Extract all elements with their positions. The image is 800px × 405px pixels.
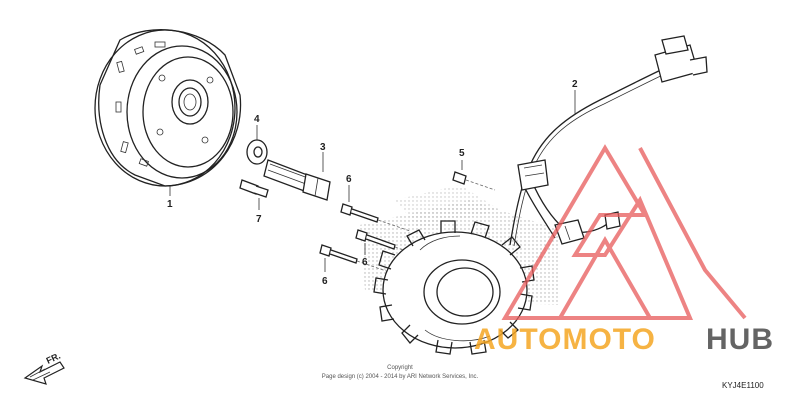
copyright-line-1: Copyright <box>387 365 413 371</box>
bolt-5 <box>452 160 496 191</box>
callout-6b: 6 <box>362 257 368 268</box>
callout-6a: 6 <box>346 174 352 185</box>
callout-2: 2 <box>572 79 578 90</box>
diagram-code: KYJ4E1100 <box>722 381 764 390</box>
flywheel-bolt <box>263 152 331 201</box>
washer <box>246 125 268 165</box>
callout-5: 5 <box>459 148 465 159</box>
wire-harness <box>509 35 708 247</box>
stator-coil <box>373 220 535 355</box>
callout-4: 4 <box>254 114 260 125</box>
watermark-logo <box>501 144 747 320</box>
bolt-small <box>239 179 269 210</box>
callout-7: 7 <box>256 214 262 225</box>
callout-1: 1 <box>167 199 173 210</box>
front-arrow-icon <box>23 361 65 385</box>
bolt-6-upper <box>340 185 411 232</box>
callout-3: 3 <box>320 142 326 153</box>
copyright-line-2: Page design (c) 2004 - 2014 by ARI Netwo… <box>322 374 479 380</box>
callout-6c: 6 <box>322 276 328 287</box>
flywheel-rotor <box>94 29 242 196</box>
watermark-text-gray: HUB <box>706 323 774 356</box>
watermark-text-orange: AUTOMOTO <box>474 323 656 356</box>
bolt-6-lower <box>319 244 396 275</box>
